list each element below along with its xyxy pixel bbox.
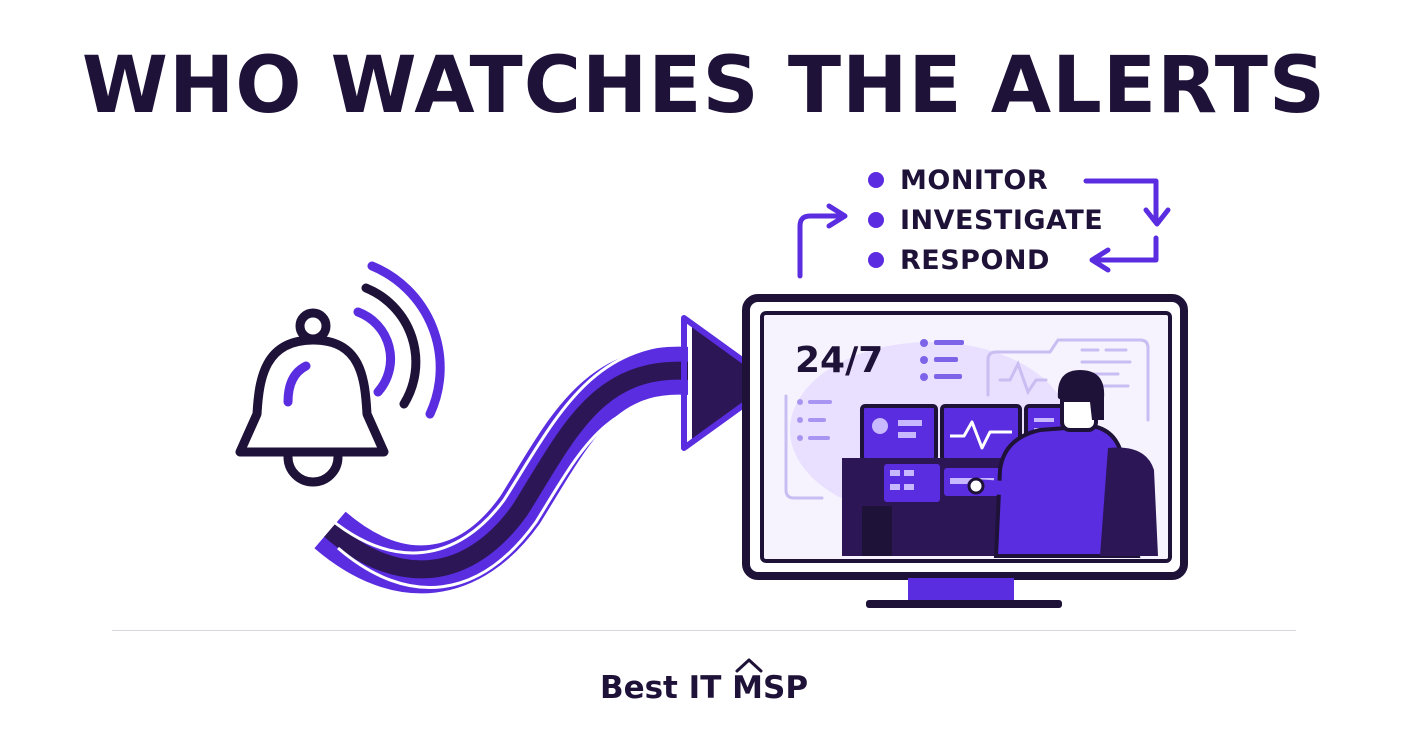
bullet-dot-icon [868, 212, 884, 228]
curved-arrow-icon [314, 315, 782, 594]
step-monitor: MONITOR [868, 160, 1103, 200]
bullet-dot-icon [868, 172, 884, 188]
bell-icon [235, 308, 389, 487]
dashboard-widgets [784, 338, 1150, 500]
page-title: WHO WATCHES THE ALERTS [81, 41, 1327, 131]
step-label: MONITOR [900, 164, 1049, 196]
step-label: INVESTIGATE [900, 204, 1104, 236]
bell-shine-icon [283, 361, 311, 407]
step-label: RESPOND [900, 244, 1050, 276]
list-widget [797, 339, 964, 441]
sound-waves-icon [353, 261, 445, 419]
process-steps: MONITOR INVESTIGATE RESPOND [868, 160, 1103, 280]
logo-caret-icon [735, 658, 763, 673]
footer-brand-logo: Best IT MSP [599, 670, 809, 706]
footer-divider [112, 630, 1296, 631]
bullet-dot-icon [868, 252, 884, 268]
step-respond: RESPOND [868, 240, 1103, 280]
analyst-figure-icon [967, 370, 1158, 558]
availability-badge: 24/7 [795, 340, 883, 381]
cycle-arrows-icon [797, 178, 1171, 279]
step-investigate: INVESTIGATE [868, 200, 1103, 240]
